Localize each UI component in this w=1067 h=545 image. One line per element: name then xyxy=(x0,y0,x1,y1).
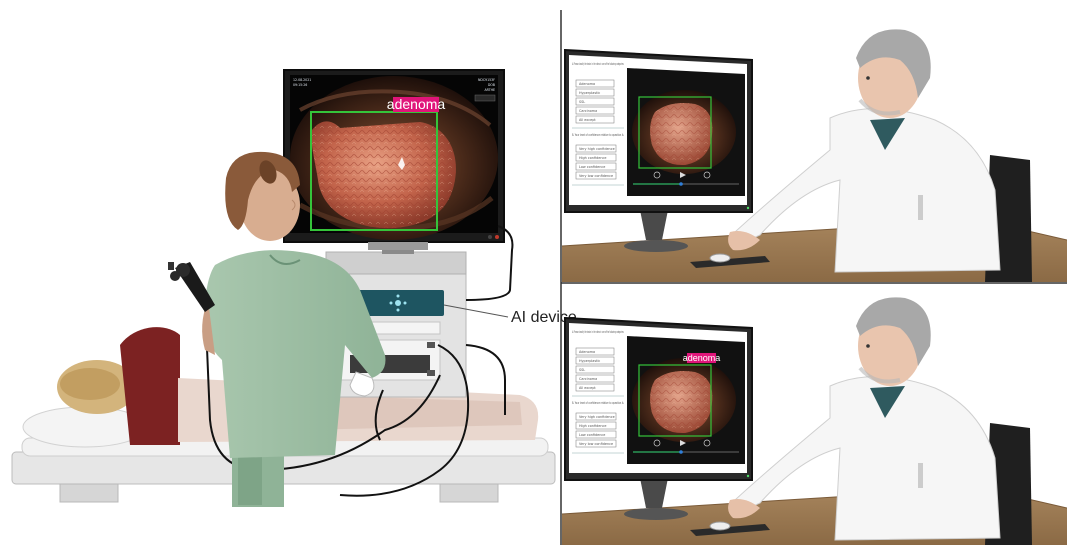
svg-text:Low confidence: Low confidence xyxy=(579,433,605,437)
svg-text:High confidence: High confidence xyxy=(579,156,606,160)
svg-text:Low confidence: Low confidence xyxy=(579,165,605,169)
endoscopy-room: adenoma 12.08.2021 09:15:26 NDC9153F DOB… xyxy=(12,70,577,507)
review-monitor-top: A. Please classify the lesion in the vid… xyxy=(565,50,752,212)
svg-text:All except: All except xyxy=(579,386,596,390)
question-1: A. Please classify the lesion in the vid… xyxy=(572,330,624,334)
monitor-osd-time: 09:15:26 xyxy=(293,83,307,87)
detection-tag-bottom: adenoma xyxy=(683,353,721,363)
monitor-osd-id: NDC9153F xyxy=(478,78,495,82)
video-player-top[interactable] xyxy=(627,68,745,196)
reader-panel-top: A. Please classify the lesion in the vid… xyxy=(562,29,1067,282)
monitor-osd-dob: DOB xyxy=(488,83,495,87)
svg-text:Very high confidence: Very high confidence xyxy=(579,415,615,419)
svg-text:Very low confidence: Very low confidence xyxy=(579,174,613,178)
detection-tag: adenoma xyxy=(387,96,446,112)
question-2: B. Your level of confidence relative to … xyxy=(572,401,624,405)
svg-text:All except: All except xyxy=(579,118,596,122)
svg-text:SSL: SSL xyxy=(579,368,585,372)
endoscopy-monitor: adenoma 12.08.2021 09:15:26 NDC9153F DOB… xyxy=(284,70,504,250)
question-2: B. Your level of confidence relative to … xyxy=(572,133,624,137)
video-player-bottom[interactable]: adenoma xyxy=(627,336,745,464)
review-monitor-bottom: A. Please classify the lesion in the vid… xyxy=(565,318,752,480)
svg-text:Very high confidence: Very high confidence xyxy=(579,147,615,151)
svg-text:High confidence: High confidence xyxy=(579,424,606,428)
svg-text:Hyperplastic: Hyperplastic xyxy=(579,359,600,363)
svg-text:Adenoma: Adenoma xyxy=(579,82,595,86)
svg-text:Very low confidence: Very low confidence xyxy=(579,442,613,446)
svg-text:Hyperplastic: Hyperplastic xyxy=(579,91,600,95)
monitor-osd-extra: ARTHE xyxy=(484,88,495,92)
monitor-osd-date: 12.08.2021 xyxy=(293,78,311,82)
svg-text:SSL: SSL xyxy=(579,100,585,104)
svg-text:Adenoma: Adenoma xyxy=(579,350,595,354)
svg-text:Carcinoma: Carcinoma xyxy=(579,377,597,381)
svg-text:Carcinoma: Carcinoma xyxy=(579,109,597,113)
question-1: A. Please classify the lesion in the vid… xyxy=(572,62,624,66)
reader-panel-bottom: A. Please classify the lesion in the vid… xyxy=(562,297,1067,545)
